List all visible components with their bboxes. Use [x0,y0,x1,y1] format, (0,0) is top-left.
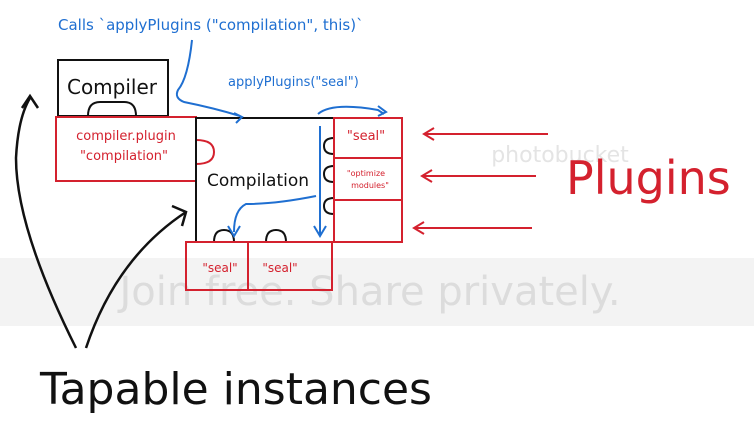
watermark-brand: photobucket [491,143,629,168]
black-arrows [14,93,188,349]
calls-note: Calls `applyPlugins ("compilation", this… [58,16,364,34]
plugin-column-right: "seal" "optimize modules" [333,117,403,243]
seal-bottom-left-label: "seal" [202,261,237,275]
arrow-tapable-to-compiler [14,97,78,349]
puzzle-connector-compilation [195,139,216,165]
arrow-calls-to-compilation [175,39,241,117]
plugins-label: Plugins [566,151,731,205]
blue-arrows [175,39,388,238]
compiler-plugin-line1: compiler.plugin [76,129,176,144]
tapable-label: Tapable instances [39,364,432,415]
watermark-tagline: Join free. Share privately. [116,269,620,315]
compiler-label: Compiler [67,75,158,99]
seal-right-label: "seal" [347,129,385,144]
compiler-plugin-box: compiler.plugin "compilation" [55,116,197,182]
optimize-line1: "optimize [347,169,385,178]
apply-seal-note: applyPlugins("seal") [228,75,359,90]
plugin-row-bottom: "seal" "seal" [185,241,333,291]
compilation-label: Compilation [207,171,309,191]
compilation-box: Compilation [195,117,335,243]
red-arrows [412,127,548,235]
compiler-box: Compiler [57,59,169,117]
seal-bottom-right-label: "seal" [262,261,297,275]
compiler-plugin-line2: "compilation" [80,149,168,164]
optimize-line2: modules" [351,181,389,190]
arrow-to-seal-bottom [233,195,317,233]
arrow-to-seal-right [317,105,385,115]
arrow-tapable-to-compilation [84,210,187,349]
